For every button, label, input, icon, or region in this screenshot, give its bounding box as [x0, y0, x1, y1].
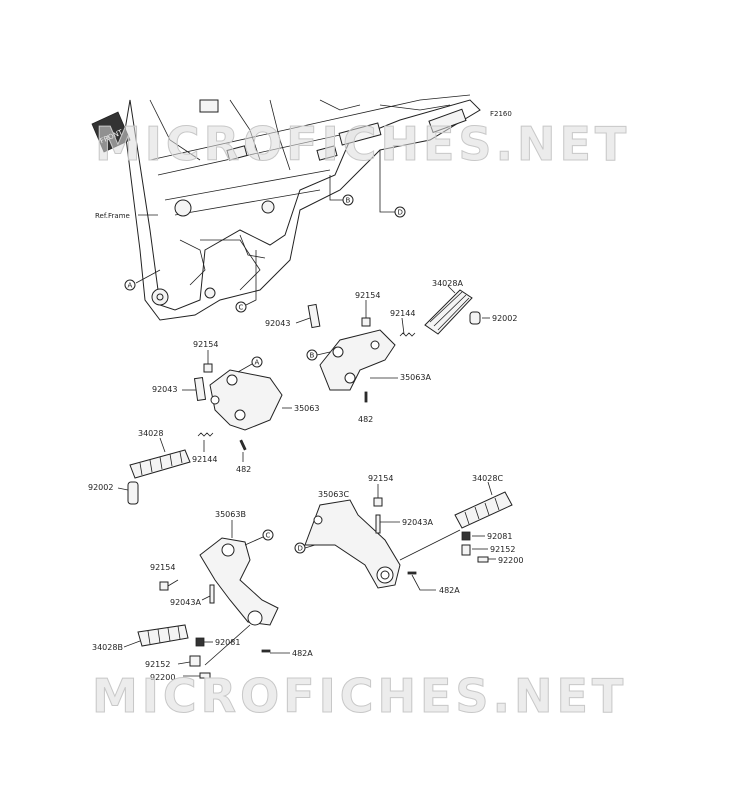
part-92154-low: 92154: [150, 563, 175, 572]
part-92154: 92154: [355, 291, 380, 300]
front-direction-badge: FRONT: [91, 111, 131, 153]
part-92002-left: 92002: [88, 483, 113, 492]
part-482a-right: 482A: [439, 586, 460, 595]
callout-b-label-2: B: [310, 352, 315, 360]
part-34028a: 34028A: [432, 279, 463, 288]
frame-callout-b: B: [329, 175, 354, 206]
part-34028c: 34028C: [472, 474, 503, 483]
part-92081-low: 92081: [215, 638, 240, 647]
part-92200-right: 92200: [498, 556, 523, 565]
frame-callout-c: C: [235, 250, 257, 313]
part-92002: 92002: [492, 314, 517, 323]
callout-d-label: D: [398, 209, 403, 217]
part-34028: 34028: [138, 429, 163, 438]
callout-a-label: A: [128, 282, 133, 290]
part-92152-right: 92152: [490, 545, 515, 554]
motorcycle-frame: [124, 94, 481, 321]
part-92200-low: 92200: [150, 673, 175, 682]
part-35063a: 35063A: [400, 373, 431, 382]
bracket-35063-assembly: A: [117, 350, 292, 505]
part-92152-low: 92152: [145, 660, 170, 669]
bracket-35063c-assembly: D: [294, 481, 513, 591]
part-482a-low: 482A: [292, 649, 313, 658]
part-92043a-low: 92043A: [170, 598, 201, 607]
diagram-code: F2160: [490, 110, 512, 118]
watermark-top: MICROFICHES.NET: [95, 117, 630, 171]
part-35063b: 35063B: [215, 510, 246, 519]
callout-b-label: B: [346, 197, 351, 205]
part-482: 482: [358, 415, 373, 424]
part-92043: 92043: [265, 319, 290, 328]
callout-d-label-2: D: [298, 545, 303, 553]
part-92043-left: 92043: [152, 385, 177, 394]
callout-c-label-2: C: [266, 532, 271, 540]
bracket-35063b-assembly: C: [123, 520, 290, 679]
part-92154-right: 92154: [368, 474, 393, 483]
frame-callout-d: D: [379, 150, 406, 218]
part-92081-right: 92081: [487, 532, 512, 541]
part-34028b: 34028B: [92, 643, 123, 652]
part-92144-left: 92144: [192, 455, 217, 464]
part-35063: 35063: [294, 404, 319, 413]
ref-frame-label: Ref.Frame: [95, 212, 130, 220]
part-92144: 92144: [390, 309, 415, 318]
bracket-35063a-assembly: B: [295, 285, 490, 403]
part-92154-left: 92154: [193, 340, 218, 349]
callout-a-label-2: A: [255, 359, 260, 367]
watermark-bottom: MICROFICHES.NET: [92, 669, 627, 723]
part-482-left: 482: [236, 465, 251, 474]
frame-callout-a: A: [124, 269, 161, 291]
part-92043a-right: 92043A: [402, 518, 433, 527]
callout-c-label: C: [239, 304, 244, 312]
part-35063c: 35063C: [318, 490, 349, 499]
